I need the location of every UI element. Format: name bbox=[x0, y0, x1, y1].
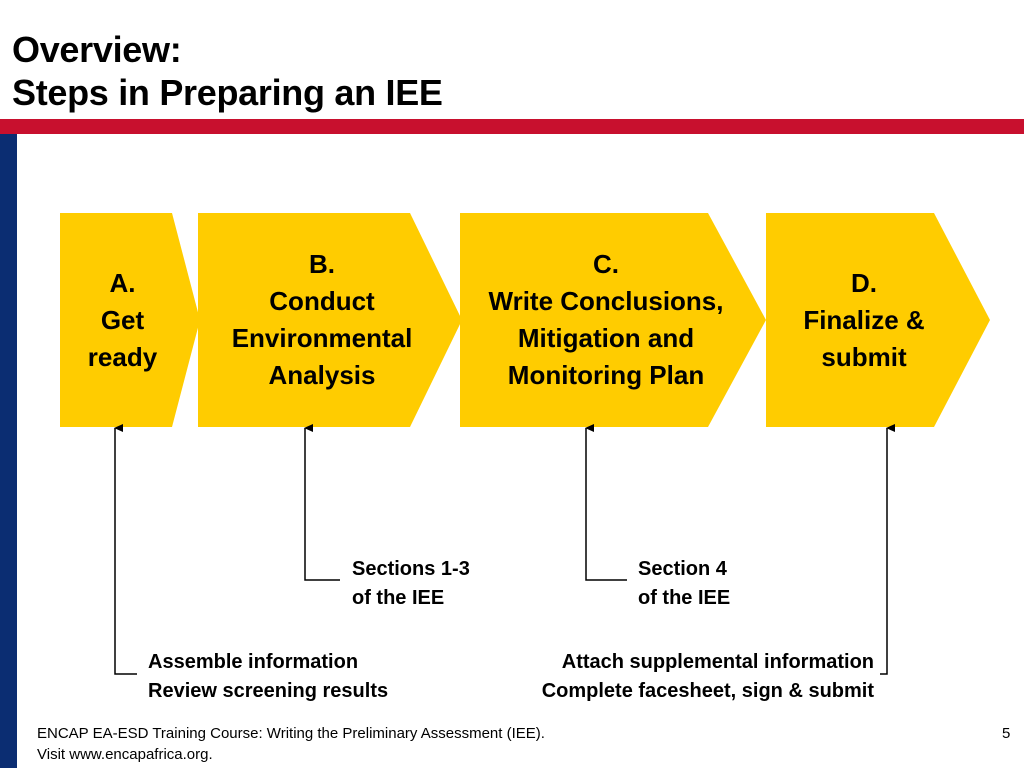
step-c-line2: Write Conclusions, bbox=[488, 286, 724, 316]
slide-title-line2: Steps in Preparing an IEE bbox=[12, 72, 443, 113]
slide-title-line1: Overview: bbox=[12, 29, 182, 70]
step-c-line3: Mitigation and bbox=[517, 323, 695, 353]
step-a-line2: Get bbox=[100, 305, 145, 335]
step-d-line3: submit bbox=[821, 342, 907, 372]
step-b-line2: Conduct bbox=[269, 286, 375, 316]
blue-accent-bar bbox=[0, 134, 17, 768]
step-b-label: B. Conduct Environmental Analysis bbox=[198, 246, 446, 394]
step-a-shape bbox=[60, 213, 200, 427]
note-d: Attach supplemental information Complete… bbox=[460, 648, 874, 706]
step-d-line2: Finalize & bbox=[803, 305, 925, 335]
step-c-letter: C. bbox=[593, 249, 619, 279]
step-c-shape bbox=[460, 213, 766, 427]
note-a-line2: Review screening results bbox=[148, 680, 389, 702]
connector-d bbox=[880, 424, 895, 675]
footer-line1: ENCAP EA-ESD Training Course: Writing th… bbox=[37, 725, 545, 742]
step-b-shape bbox=[198, 213, 462, 427]
note-d-line2: Complete facesheet, sign & submit bbox=[541, 680, 874, 702]
step-d-label: D. Finalize & submit bbox=[766, 265, 962, 376]
step-d-shape bbox=[766, 213, 990, 427]
slide-title: Overview: Steps in Preparing an IEE bbox=[12, 28, 443, 114]
red-accent-bar bbox=[0, 119, 1024, 134]
note-b: Sections 1-3 of the IEE bbox=[352, 555, 470, 613]
step-c-label: C. Write Conclusions, Mitigation and Mon… bbox=[460, 246, 752, 394]
step-b-line3: Environmental bbox=[231, 323, 413, 353]
note-b-line2: of the IEE bbox=[352, 587, 445, 609]
footer-link-line: Visit www.encapafrica.org. bbox=[37, 746, 213, 763]
step-a-letter: A. bbox=[109, 268, 136, 298]
note-a: Assemble information Review screening re… bbox=[148, 648, 388, 706]
connector-b bbox=[304, 424, 340, 581]
step-a-line3: ready bbox=[87, 342, 158, 372]
note-c-line1: Section 4 bbox=[638, 558, 727, 580]
step-b-line4: Analysis bbox=[268, 360, 376, 390]
step-a-label: A. Get ready bbox=[60, 265, 185, 376]
note-c-line2: of the IEE bbox=[638, 587, 731, 609]
page-number: 5 bbox=[1002, 725, 1011, 742]
note-c: Section 4 of the IEE bbox=[638, 555, 730, 613]
footer: ENCAP EA-ESD Training Course: Writing th… bbox=[37, 723, 545, 765]
connector-a bbox=[114, 424, 137, 675]
step-c-line4: Monitoring Plan bbox=[507, 360, 705, 390]
step-d-letter: D. bbox=[851, 268, 877, 298]
note-d-line1: Attach supplemental information bbox=[561, 651, 874, 673]
note-b-line1: Sections 1-3 bbox=[352, 558, 470, 580]
connector-c bbox=[585, 424, 627, 581]
step-b-letter: B. bbox=[309, 249, 335, 279]
note-a-line1: Assemble information bbox=[148, 651, 359, 673]
